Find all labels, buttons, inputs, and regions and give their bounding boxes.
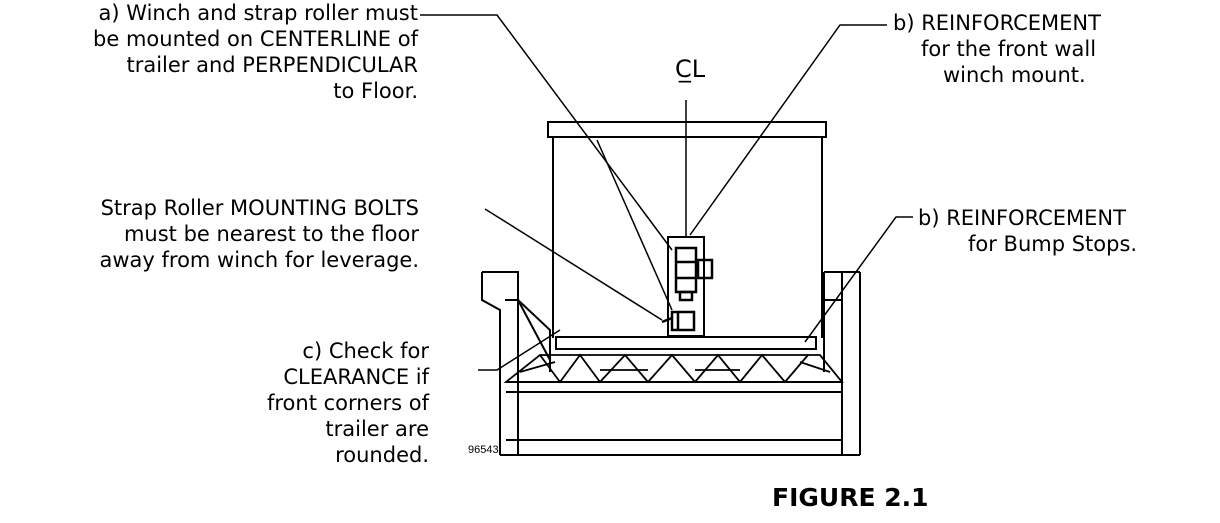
floor-pattern: [503, 353, 844, 384]
winch-icon: [674, 246, 714, 302]
callout-clearance: c) Check for CLEARANCE if front corners …: [267, 338, 429, 468]
callout-reinforcement-wall: b) REINFORCEMENT for the front wall winc…: [893, 10, 1101, 88]
callout-mounting-bolts: Strap Roller MOUNTING BOLTS must be near…: [100, 195, 420, 273]
drawing-id: 96543: [468, 444, 499, 456]
callout-line: Strap Roller MOUNTING BOLTS: [100, 196, 419, 220]
callout-line: rounded.: [335, 443, 429, 467]
callout-line: CLEARANCE if: [283, 365, 429, 389]
callout-line: for Bump Stops.: [968, 232, 1138, 256]
callout-line: front corners of: [266, 391, 429, 415]
callout-line: a) Winch and strap roller must: [98, 1, 418, 25]
centerline-mark: C̲L: [675, 55, 706, 83]
leader-lines: [420, 14, 913, 371]
bump-stop-rail: [555, 336, 817, 350]
callout-line: for the front wall: [921, 37, 1097, 61]
callout-line: be mounted on CENTERLINE of: [93, 27, 418, 51]
callout-line: b) REINFORCEMENT: [918, 206, 1126, 230]
callout-line: c) Check for: [302, 339, 429, 363]
callout-line: winch mount.: [943, 63, 1086, 87]
callout-line: must be nearest to the floor: [123, 222, 419, 246]
callout-line: away from winch for leverage.: [99, 248, 420, 272]
strap-roller-icon: [661, 310, 696, 332]
callout-line: trailer are: [325, 417, 429, 441]
callout-reinforcement-bump: b) REINFORCEMENT for Bump Stops.: [918, 205, 1137, 257]
callout-winch-centerline: a) Winch and strap roller must be mounte…: [93, 0, 418, 104]
winch-mount-plate: [667, 236, 705, 337]
figure-number: FIGURE 2.1: [772, 483, 929, 512]
left-wall: [481, 271, 551, 455]
right-wall: [823, 271, 861, 455]
back-wall: [552, 137, 823, 338]
callout-line: b) REINFORCEMENT: [893, 11, 1101, 35]
callout-line: trailer and PERPENDICULAR: [126, 53, 418, 77]
callout-line: to Floor.: [333, 79, 418, 103]
top-rail: [547, 121, 827, 138]
trailer-base: [500, 381, 860, 456]
